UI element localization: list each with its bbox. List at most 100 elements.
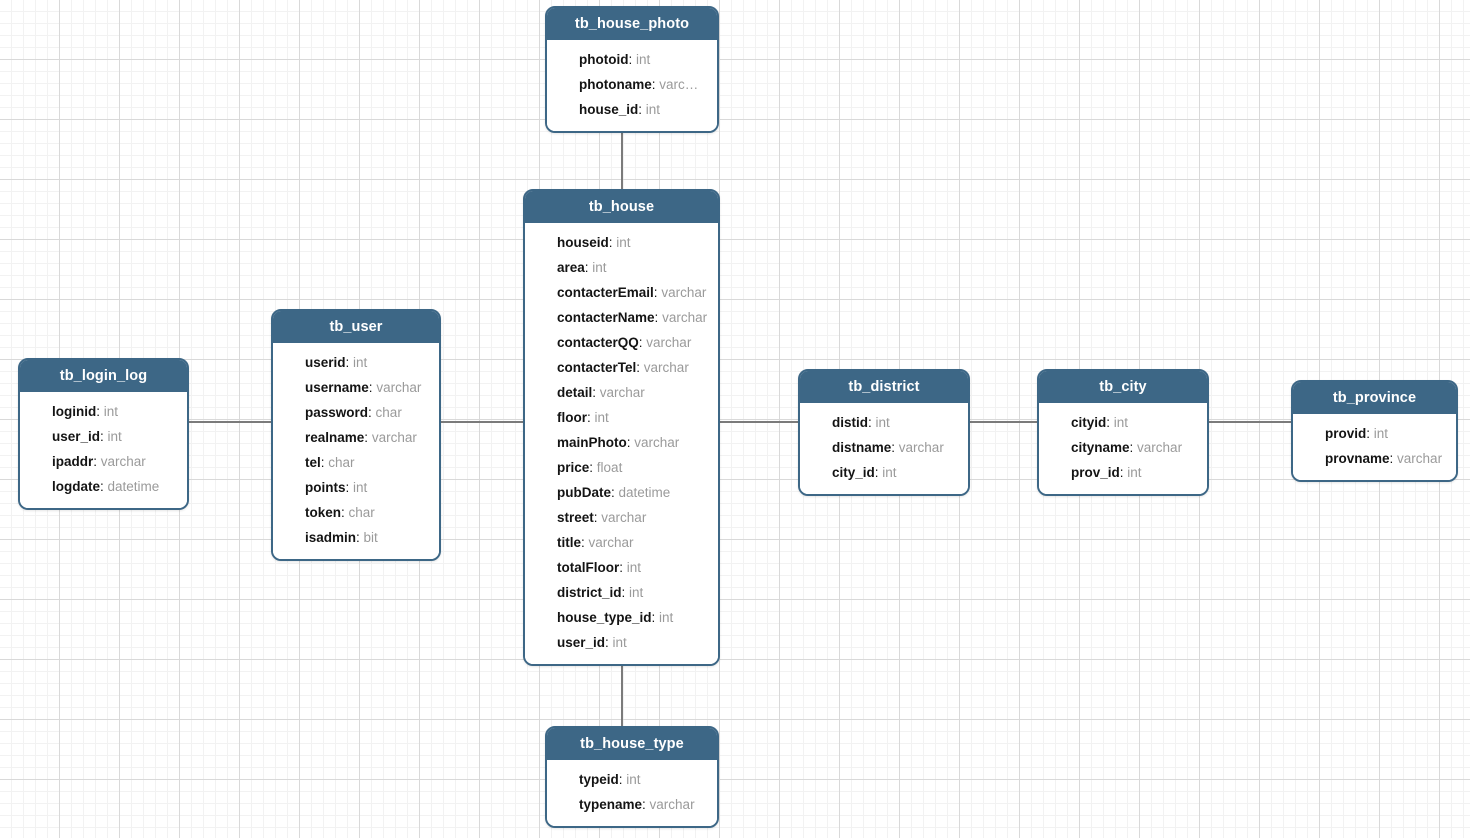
field-name: photoid (579, 52, 629, 67)
field-name: floor (557, 410, 587, 425)
field-type: varchar (1137, 440, 1183, 455)
field-separator: : (368, 405, 376, 420)
field-separator: : (608, 235, 617, 250)
field-row[interactable]: mainPhoto: varchar (525, 430, 718, 455)
field-row[interactable]: price: float (525, 455, 718, 480)
field-name: district_id (557, 585, 622, 600)
field-row[interactable]: provid: int (1293, 421, 1456, 446)
field-row[interactable]: ipaddr: varchar (20, 449, 187, 474)
field-type: varchar (371, 430, 417, 445)
field-row[interactable]: photoid: int (547, 47, 717, 72)
field-row[interactable]: contacterName: varchar (525, 305, 718, 330)
field-row[interactable]: house_type_id: int (525, 605, 718, 630)
field-separator: : (891, 440, 899, 455)
field-name: loginid (52, 404, 97, 419)
field-row[interactable]: cityname: varchar (1039, 435, 1207, 460)
field-row[interactable]: user_id: int (20, 424, 187, 449)
field-separator: : (584, 260, 593, 275)
field-row[interactable]: contacterQQ: varchar (525, 330, 718, 355)
field-type: bit (363, 530, 378, 545)
field-row[interactable]: street: varchar (525, 505, 718, 530)
field-row[interactable]: floor: int (525, 405, 718, 430)
field-row[interactable]: provname: varchar (1293, 446, 1456, 471)
field-name: distname (832, 440, 892, 455)
field-type: int (107, 429, 122, 444)
field-row[interactable]: userid: int (273, 350, 439, 375)
field-row[interactable]: photoname: varc… (547, 72, 717, 97)
field-row[interactable]: typeid: int (547, 767, 717, 792)
connector-user-to-house (441, 421, 523, 423)
field-name: totalFloor (557, 560, 620, 575)
field-name: pubDate (557, 485, 611, 500)
field-row[interactable]: area: int (525, 255, 718, 280)
field-row[interactable]: pubDate: datetime (525, 480, 718, 505)
field-separator: : (587, 410, 595, 425)
field-separator: : (626, 435, 635, 450)
field-name: user_id (52, 429, 101, 444)
field-separator: : (642, 797, 650, 812)
field-row[interactable]: houseid: int (525, 230, 718, 255)
entity-title-tb_district: tb_district (800, 371, 968, 403)
field-row[interactable]: prov_id: int (1039, 460, 1207, 485)
field-name: userid (305, 355, 346, 370)
field-row[interactable]: house_id: int (547, 97, 717, 122)
field-row[interactable]: token: char (273, 500, 439, 525)
field-separator: : (653, 285, 662, 300)
field-row[interactable]: city_id: int (800, 460, 968, 485)
connector-district-to-city (970, 421, 1037, 423)
field-type: int (592, 260, 607, 275)
field-separator: : (619, 560, 627, 575)
field-row[interactable]: realname: varchar (273, 425, 439, 450)
field-type: varchar (643, 360, 689, 375)
field-row[interactable]: distname: varchar (800, 435, 968, 460)
field-name: price (557, 460, 590, 475)
field-name: ipaddr (52, 454, 94, 469)
connector-house-to-district (720, 421, 798, 423)
field-row[interactable]: isadmin: bit (273, 525, 439, 550)
field-separator: : (621, 585, 630, 600)
field-type: varchar (649, 797, 695, 812)
field-type: int (612, 635, 627, 650)
field-row[interactable]: typename: varchar (547, 792, 717, 817)
field-row[interactable]: cityid: int (1039, 410, 1207, 435)
field-row[interactable]: distid: int (800, 410, 968, 435)
field-separator: : (100, 429, 108, 444)
field-separator: : (636, 360, 644, 375)
field-name: token (305, 505, 342, 520)
field-name: isadmin (305, 530, 357, 545)
field-row[interactable]: district_id: int (525, 580, 718, 605)
field-row[interactable]: points: int (273, 475, 439, 500)
field-type: int (1113, 415, 1129, 430)
field-row[interactable]: contacterTel: varchar (525, 355, 718, 380)
field-separator: : (93, 454, 101, 469)
field-separator: : (356, 530, 364, 545)
field-name: prov_id (1071, 465, 1120, 480)
field-row[interactable]: title: varchar (525, 530, 718, 555)
field-row[interactable]: user_id: int (525, 630, 718, 655)
field-row[interactable]: logdate: datetime (20, 474, 187, 499)
field-separator: : (592, 385, 600, 400)
field-type: varchar (662, 310, 708, 325)
field-row[interactable]: loginid: int (20, 399, 187, 424)
field-row[interactable]: detail: varchar (525, 380, 718, 405)
field-row[interactable]: contacterEmail: varchar (525, 280, 718, 305)
field-row[interactable]: totalFloor: int (525, 555, 718, 580)
field-row[interactable]: username: varchar (273, 375, 439, 400)
field-name: contacterEmail (557, 285, 654, 300)
field-row[interactable]: tel: char (273, 450, 439, 475)
field-separator: : (341, 505, 349, 520)
field-type: int (629, 585, 644, 600)
field-name: houseid (557, 235, 609, 250)
field-row[interactable]: password: char (273, 400, 439, 425)
